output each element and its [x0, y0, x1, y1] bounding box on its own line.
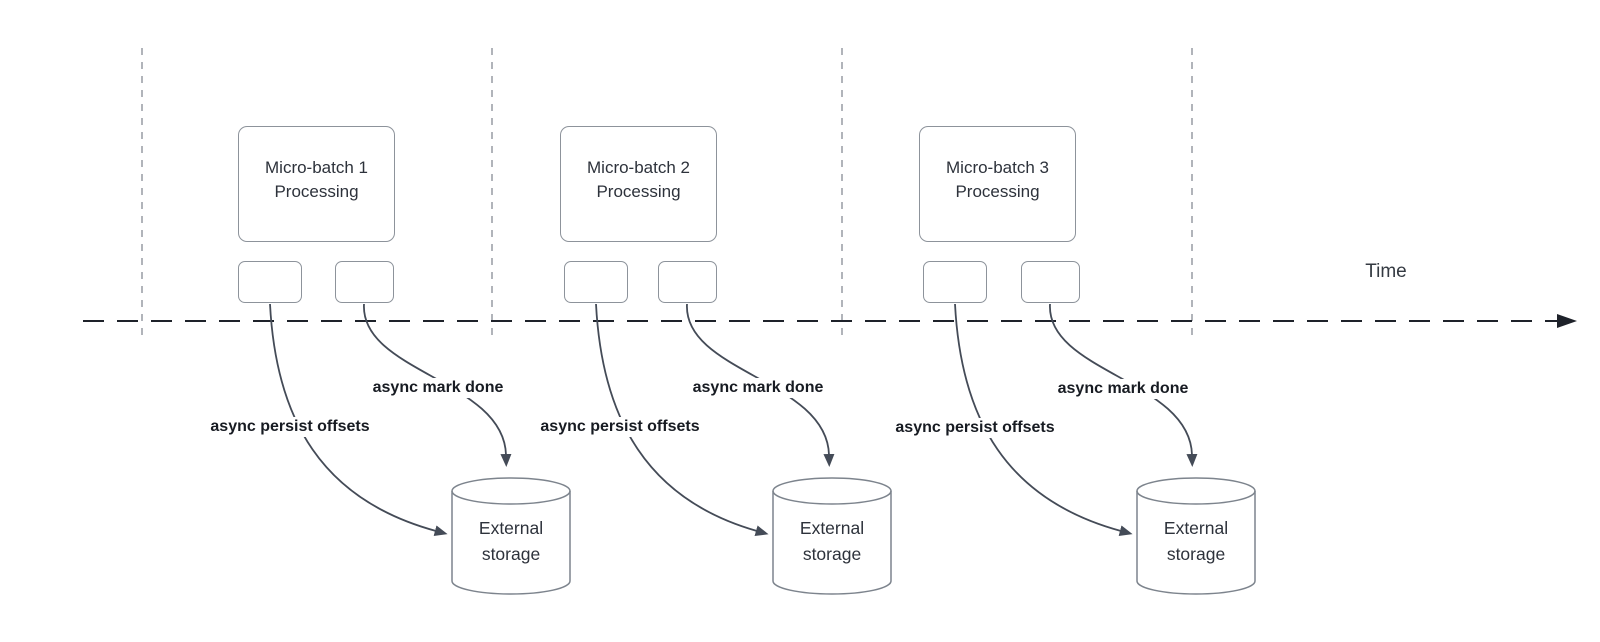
- mark-done-arrow-1: [363, 303, 512, 467]
- time-axis-label: Time: [1365, 261, 1407, 282]
- persist-offsets-label-3: async persist offsets: [892, 418, 1058, 438]
- mark-done-arrow-3: [1049, 303, 1198, 467]
- external-storage-label-1: External storage: [478, 518, 544, 564]
- persist-task-box-1: [238, 261, 302, 303]
- micro-batch-1-box: Micro-batch 1 Processing: [238, 126, 395, 242]
- mark-done-label-3: async mark done: [1054, 379, 1192, 399]
- mark-done-label-1: async mark done: [369, 378, 507, 398]
- external-storage-cylinder-2: [772, 477, 892, 595]
- external-storage-cylinder-1: [451, 477, 571, 595]
- persist-task-box-3: [923, 261, 987, 303]
- done-task-box-3: [1021, 261, 1080, 303]
- persist-offsets-arrow-1: [269, 303, 448, 537]
- micro-batch-2-box: Micro-batch 2 Processing: [560, 126, 717, 242]
- persist-offsets-label-2: async persist offsets: [537, 417, 703, 437]
- mark-done-label-2: async mark done: [689, 378, 827, 398]
- micro-batch-3-box: Micro-batch 3 Processing: [919, 126, 1076, 242]
- persist-offsets-arrow-3: [954, 303, 1133, 537]
- mark-done-arrow-2: [686, 303, 835, 467]
- persist-offsets-arrow-2: [595, 303, 769, 537]
- done-task-box-2: [658, 261, 717, 303]
- done-task-box-1: [335, 261, 394, 303]
- persist-offsets-label-1: async persist offsets: [207, 417, 373, 437]
- persist-task-box-2: [564, 261, 628, 303]
- external-storage-label-2: External storage: [799, 518, 865, 564]
- external-storage-cylinder-3: [1136, 477, 1256, 595]
- external-storage-label-3: External storage: [1163, 518, 1229, 564]
